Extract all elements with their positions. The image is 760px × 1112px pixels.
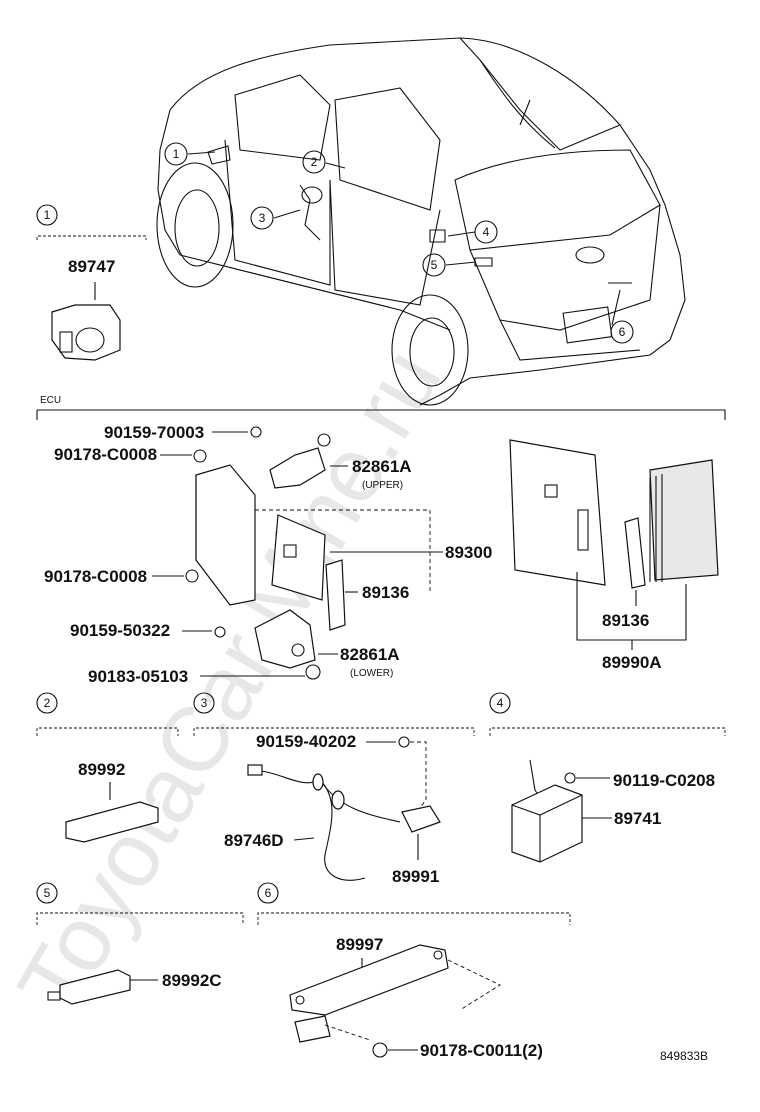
section-3: 3 90159-40202 89746D 89991 (193, 692, 475, 886)
part-number-89741: 89741 (614, 809, 661, 828)
ecu-board-shape (271, 514, 326, 601)
bracket-lower-shape (254, 609, 316, 669)
svg-text:4: 4 (483, 225, 490, 239)
part-89992-shape (65, 801, 159, 843)
callout-6: 6 (610, 320, 634, 344)
svg-text:1: 1 (44, 208, 51, 222)
svg-text:6: 6 (265, 886, 272, 900)
ecu-section-label: ECU (40, 395, 61, 406)
part-89741-shape (511, 759, 583, 863)
ecu-card2-shape (624, 517, 646, 589)
part-number-89746D: 89746D (224, 831, 284, 850)
svg-text:2: 2 (311, 155, 318, 169)
drawing-number: 849833B (660, 1049, 708, 1063)
section-5: 5 89992C (36, 882, 244, 1005)
part-number-89747: 89747 (68, 257, 115, 276)
part-number-89136-b: 89136 (602, 611, 649, 630)
part-number-89136-a: 89136 (362, 583, 409, 602)
part-number-89991: 89991 (392, 867, 439, 886)
part-number-89997: 89997 (336, 935, 383, 954)
part-number-89300: 89300 (445, 543, 492, 562)
svg-text:1: 1 (173, 147, 180, 161)
part-number-90183-05103: 90183-05103 (88, 667, 188, 686)
section-2: 2 89992 (36, 692, 179, 843)
part-89992C-shape (47, 969, 131, 1005)
callout-1: 1 (164, 142, 188, 166)
ecu-booklet-shape (649, 459, 719, 582)
watermark: ToyotaCar.Mine.ru (0, 332, 461, 1030)
callout-4: 4 (474, 220, 498, 244)
part-number-90178-C0011: 90178-C0011(2) (420, 1041, 543, 1060)
part-number-90178-C0008-a: 90178-C0008 (54, 445, 157, 464)
ecu-section: 90159-70003 90178-C0008 82861A (UPPER) 8… (44, 423, 719, 686)
part-number-89990A: 89990A (602, 653, 662, 672)
svg-text:3: 3 (201, 696, 208, 710)
callout-2: 2 (302, 150, 326, 174)
harness-shape (247, 764, 401, 881)
svg-text:3: 3 (259, 211, 266, 225)
svg-text:6: 6 (619, 325, 626, 339)
part-number-82861A-upper: 82861A (352, 457, 412, 476)
vehicle-illustration (156, 37, 686, 406)
svg-text:2: 2 (44, 696, 51, 710)
svg-text:5: 5 (431, 258, 438, 272)
part-number-90178-C0008-b: 90178-C0008 (44, 567, 147, 586)
ecu-box-shape (195, 464, 431, 606)
part-number-90159-40202: 90159-40202 (256, 732, 356, 751)
section-1: 1 89747 (36, 204, 147, 361)
callout-5: 5 (422, 253, 446, 277)
part-89991-shape (401, 805, 441, 833)
note-upper: (UPPER) (362, 480, 403, 491)
svg-text:4: 4 (497, 696, 504, 710)
section-6: 6 89997 90178-C0011(2) (257, 882, 571, 1060)
part-number-82861A-lower: 82861A (340, 645, 400, 664)
bracket-upper-shape (269, 433, 331, 489)
part-89747-shape (51, 304, 121, 361)
ecu-plate-shape (509, 439, 606, 586)
part-number-90119-C0208: 90119-C0208 (613, 771, 715, 790)
part-number-90159-70003: 90159-70003 (104, 423, 204, 442)
section-4: 4 90119-C0208 89741 (489, 692, 726, 863)
note-lower: (LOWER) (350, 668, 393, 679)
part-number-90159-50322: 90159-50322 (70, 621, 170, 640)
part-number-89992: 89992 (78, 760, 125, 779)
ecu-card-shape (325, 559, 346, 631)
part-89997-shape (289, 944, 449, 1043)
callout-3: 3 (250, 206, 274, 230)
part-number-89992C: 89992C (162, 971, 222, 990)
svg-text:5: 5 (44, 886, 51, 900)
